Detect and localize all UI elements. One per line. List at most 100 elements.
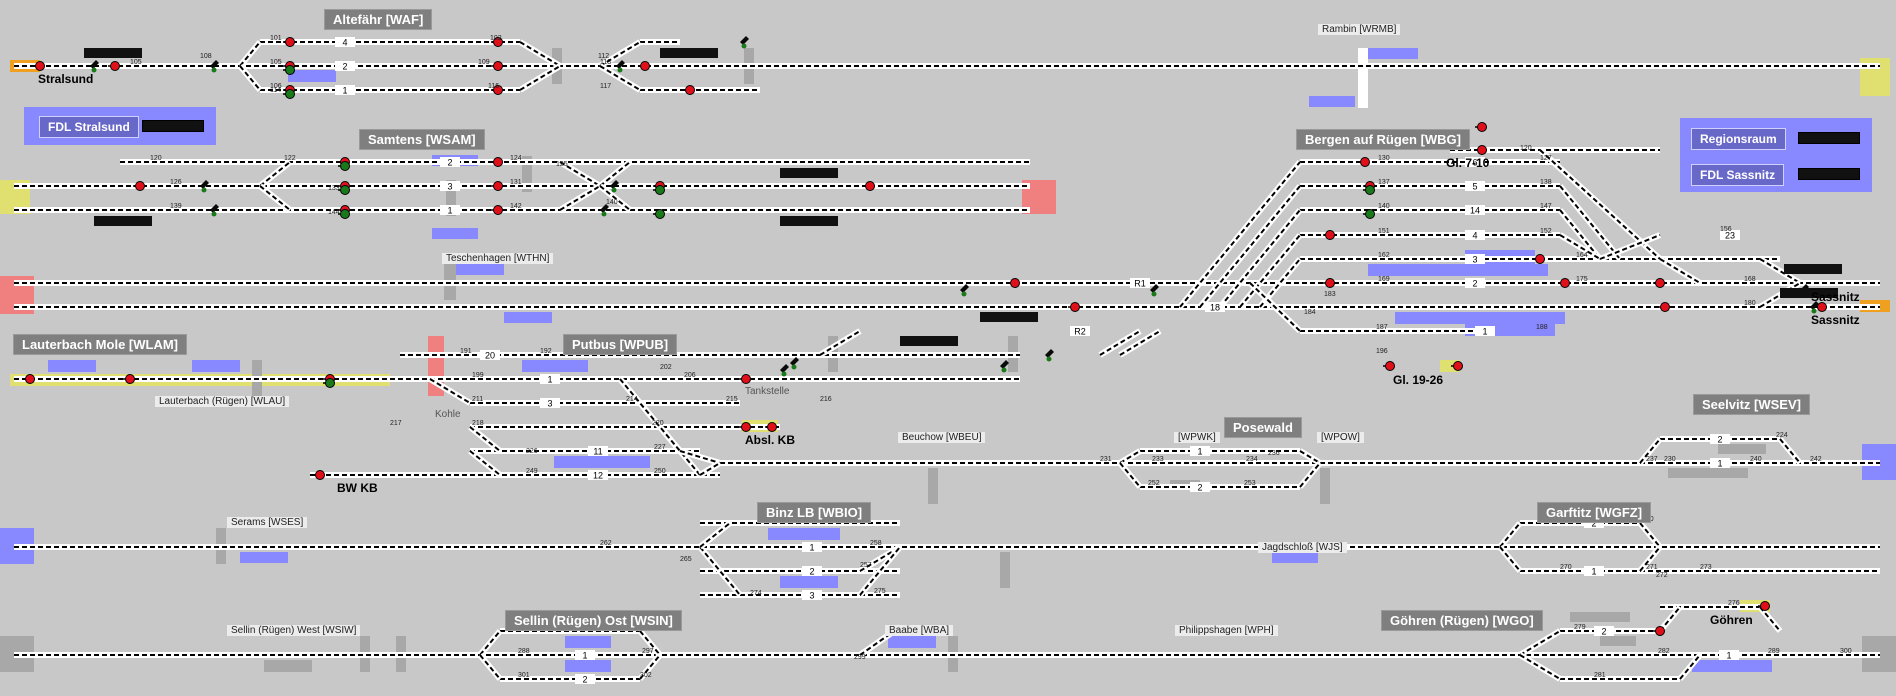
track-segment[interactable]	[1779, 438, 1801, 464]
signal-light[interactable]	[1477, 122, 1487, 132]
regionsraum-button[interactable]: Regionsraum	[1691, 128, 1786, 150]
signal-light[interactable]	[1453, 361, 1463, 371]
track-segment[interactable]	[1219, 209, 1301, 308]
track-segment[interactable]	[469, 426, 501, 452]
signal-light[interactable]	[340, 209, 350, 219]
track-segment[interactable]	[1539, 149, 1661, 260]
station-putbus[interactable]: Putbus [WPUB]	[563, 334, 678, 355]
track-segment[interactable]	[1639, 546, 1661, 572]
station-seelvitz[interactable]: Seelvitz [WSEV]	[1693, 394, 1810, 415]
signal-light[interactable]	[493, 85, 503, 95]
track-segment[interactable]	[1299, 462, 1321, 488]
track-segment[interactable]	[639, 654, 661, 680]
signal-light[interactable]	[340, 185, 350, 195]
signal-light[interactable]	[493, 181, 503, 191]
track-segment[interactable]	[1639, 522, 1661, 548]
signal-light[interactable]	[125, 374, 135, 384]
track-segment[interactable]	[1759, 606, 1781, 632]
station-sellin-ost[interactable]: Sellin (Rügen) Ost [WSIN]	[505, 610, 682, 631]
signal-light[interactable]	[493, 61, 503, 71]
station-goehren[interactable]: Göhren (Rügen) [WGO]	[1381, 610, 1543, 631]
signal-light[interactable]	[285, 65, 295, 75]
track-segment[interactable]	[1119, 462, 1141, 488]
signal-light[interactable]	[1360, 157, 1370, 167]
track-segment[interactable]	[1199, 185, 1301, 308]
station-bergen[interactable]: Bergen auf Rügen [WBG]	[1296, 129, 1470, 150]
signal-light[interactable]	[640, 61, 650, 71]
signal-light[interactable]	[1070, 302, 1080, 312]
signal-light[interactable]	[315, 470, 325, 480]
track-segment[interactable]	[599, 161, 631, 187]
signal-light[interactable]	[285, 89, 295, 99]
station-garftitz[interactable]: Garftitz [WGFZ]	[1537, 502, 1652, 523]
station-posewald[interactable]: Posewald	[1224, 417, 1302, 438]
signal-light[interactable]	[1477, 145, 1487, 155]
track-segment[interactable]	[1679, 654, 1701, 680]
track-segment[interactable]	[1659, 606, 1681, 632]
station-binz-lb[interactable]: Binz LB [WBIO]	[757, 502, 872, 523]
track-segment[interactable]	[699, 522, 731, 548]
track-segment[interactable]	[479, 630, 501, 656]
signal-light[interactable]	[741, 374, 751, 384]
track-segment[interactable]	[1559, 209, 1601, 260]
track-segment[interactable]	[259, 185, 291, 211]
signal-number: 126	[170, 179, 182, 186]
track-segment[interactable]	[619, 378, 701, 476]
signal-light[interactable]	[1365, 209, 1375, 219]
track-segment[interactable]	[239, 41, 261, 67]
track-segment[interactable]	[1249, 282, 1301, 332]
signal-light[interactable]	[493, 37, 503, 47]
signal-light[interactable]	[493, 157, 503, 167]
signal-light[interactable]	[35, 61, 45, 71]
signal-light[interactable]	[741, 422, 751, 432]
signal-light[interactable]	[135, 181, 145, 191]
signal-light[interactable]	[1817, 302, 1827, 312]
track-segment[interactable]	[1119, 450, 1141, 464]
fdl-stralsund-button[interactable]: FDL Stralsund	[39, 116, 139, 138]
fdl-sassnitz-button[interactable]: FDL Sassnitz	[1691, 164, 1785, 186]
station-altefaehr[interactable]: Altefähr [WAF]	[324, 9, 433, 30]
signal-light[interactable]	[1010, 278, 1020, 288]
track-segment[interactable]	[1299, 450, 1321, 464]
track-segment[interactable]	[259, 161, 291, 187]
track-segment[interactable]	[1499, 546, 1521, 572]
track-segment[interactable]	[679, 450, 721, 464]
track-segment[interactable]	[1639, 438, 1661, 464]
signal-light[interactable]	[655, 209, 665, 219]
track-segment[interactable]	[599, 185, 631, 211]
station-samtens[interactable]: Samtens [WSAM]	[359, 129, 485, 150]
signal-light[interactable]	[1560, 278, 1570, 288]
signal-light[interactable]	[340, 161, 350, 171]
signal-light[interactable]	[1660, 302, 1670, 312]
signal-light[interactable]	[767, 422, 777, 432]
signal-light[interactable]	[1535, 254, 1545, 264]
signal-light[interactable]	[1385, 361, 1395, 371]
signal-light[interactable]	[493, 205, 503, 215]
track-segment[interactable]	[639, 630, 661, 656]
signal-light[interactable]	[285, 37, 295, 47]
signal-number: 275	[874, 588, 886, 595]
track-segment[interactable]	[239, 65, 261, 91]
track-segment[interactable]	[699, 462, 721, 476]
signal-light[interactable]	[25, 374, 35, 384]
signal-light[interactable]	[685, 85, 695, 95]
signal-light[interactable]	[1325, 278, 1335, 288]
track-segment[interactable]	[859, 546, 901, 596]
signal-light[interactable]	[655, 185, 665, 195]
track-segment[interactable]	[1499, 522, 1521, 548]
signal-light[interactable]	[1365, 185, 1375, 195]
signal-light[interactable]	[1760, 601, 1770, 611]
occupied-section	[565, 660, 611, 672]
signal-light[interactable]	[1655, 626, 1665, 636]
signal-light[interactable]	[110, 61, 120, 71]
track-segment[interactable]	[469, 450, 501, 476]
signal-light[interactable]	[1325, 230, 1335, 240]
signal-light[interactable]	[1655, 278, 1665, 288]
track-segment[interactable]	[1179, 161, 1301, 308]
station-lauterbach-mole[interactable]: Lauterbach Mole [WLAM]	[13, 334, 187, 355]
signal-light[interactable]	[865, 181, 875, 191]
track-segment[interactable]	[479, 654, 501, 680]
signal-light[interactable]	[325, 378, 335, 388]
track-segment[interactable]	[1599, 234, 1661, 260]
track-segment[interactable]	[699, 546, 741, 596]
